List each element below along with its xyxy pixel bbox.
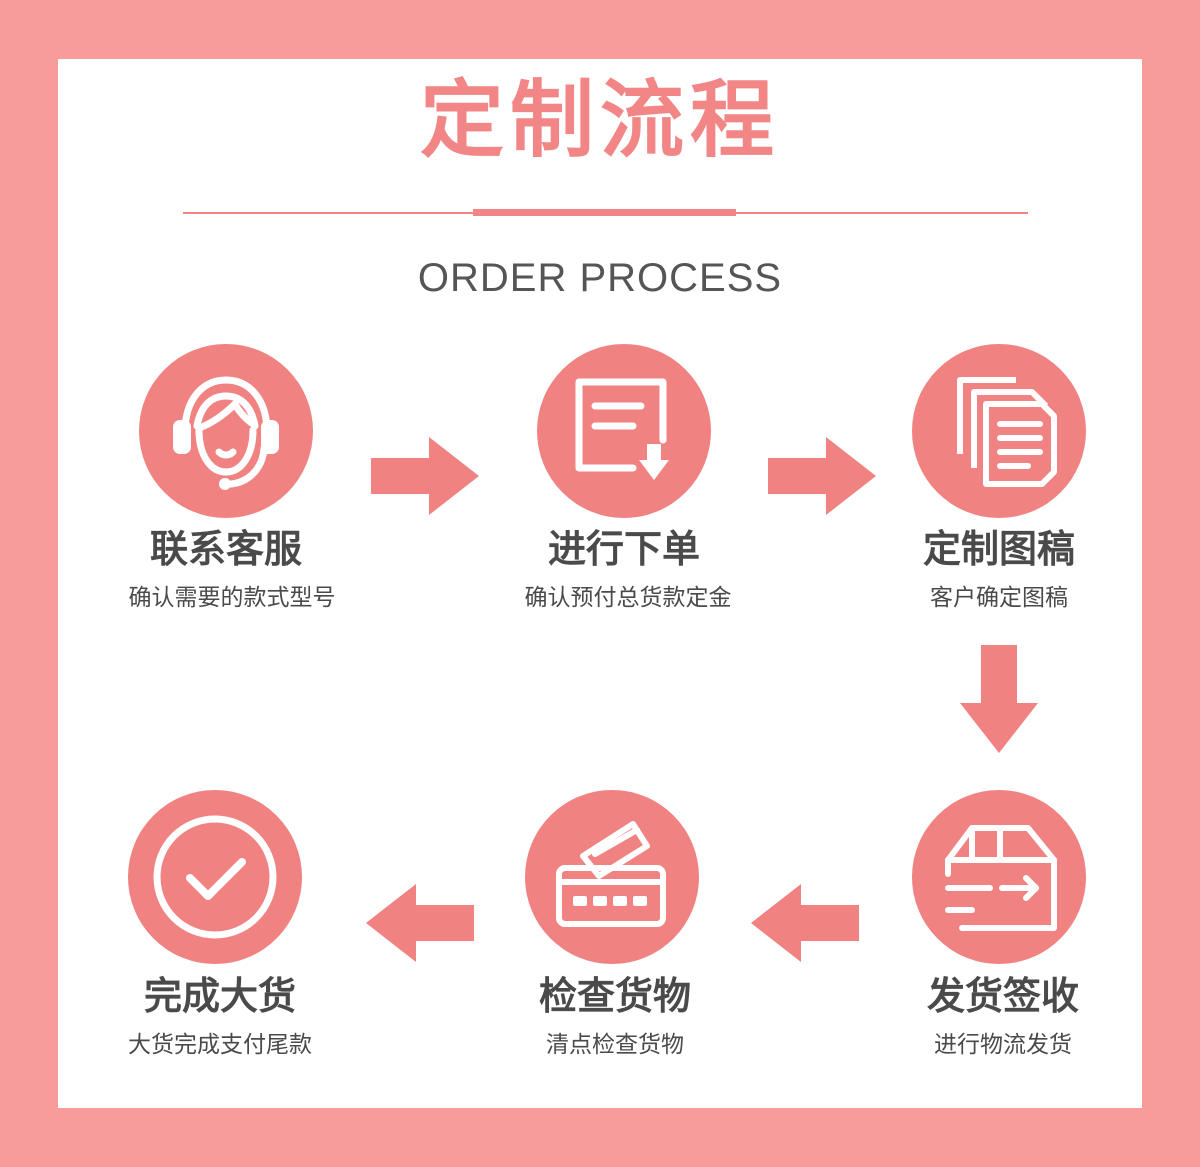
order-document-icon [575,378,669,480]
arrow-right-icon [371,437,479,515]
headset-icon [173,376,279,490]
arrow-down-icon [960,645,1038,753]
step-3-desc: 客户确定图稿 [930,585,1068,611]
step-6-name: 完成大货 [143,974,296,1018]
page-title: 定制流程 [419,71,780,169]
step-6-circle [128,790,302,964]
step-3-circle [912,344,1086,518]
step-5-desc: 清点检查货物 [546,1032,684,1058]
step-1-desc: 确认需要的款式型号 [128,585,336,611]
step-3-name: 定制图稿 [922,527,1075,571]
arrow-left-icon [751,884,859,962]
documents-icon [957,377,1057,487]
step-2-circle [537,344,711,518]
page-subtitle: ORDER PROCESS [417,256,783,300]
step-5-circle [525,790,699,964]
step-6-desc: 大货完成支付尾款 [128,1032,312,1058]
title-divider-accent [473,209,736,216]
step-4-desc: 进行物流发货 [934,1032,1072,1058]
step-5-name: 检查货物 [538,974,691,1018]
cards-icon [556,821,666,927]
step-4-name: 发货签收 [926,974,1079,1018]
step-2-name: 进行下单 [547,527,700,571]
arrow-left-icon [366,884,474,962]
arrow-right-icon [768,437,876,515]
step-1-circle [139,344,313,518]
step-1-name: 联系客服 [149,527,302,571]
shipping-box-icon [945,825,1057,931]
check-circle-icon [153,815,277,939]
step-2-desc: 确认预付总货款定金 [524,585,732,611]
step-4-circle [912,790,1086,964]
